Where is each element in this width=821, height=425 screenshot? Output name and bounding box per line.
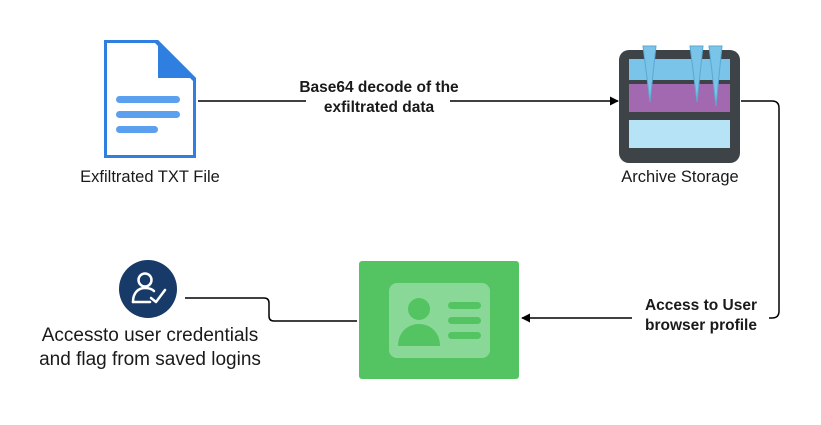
edge-decode-label-line: Base64 decode of the — [299, 79, 459, 96]
user-check-icon — [119, 260, 177, 318]
document-icon — [104, 40, 196, 158]
archive-label: Archive Storage — [621, 168, 739, 186]
edge-credentials — [185, 297, 357, 322]
edge-access-label-line: Access to User — [644, 297, 757, 314]
id-card-icon — [359, 261, 519, 379]
archive-storage-icon — [619, 45, 740, 163]
edge-decode-label: Base64 decode of the exfiltrated data — [290, 78, 468, 118]
credentials-label-line: and flag from saved logins — [39, 349, 261, 370]
credentials-label-line: Accessto user credentials — [41, 325, 259, 346]
credentials-label: Accessto user credentials and flag from … — [30, 324, 270, 372]
edge-decode-label-line: exfiltrated data — [323, 99, 435, 116]
edge-access-label-line: browser profile — [645, 317, 757, 334]
edge-access-label: Access to User browser profile — [626, 296, 776, 336]
edge-access — [521, 100, 780, 323]
txt-file-label: Exfiltrated TXT File — [80, 168, 220, 186]
